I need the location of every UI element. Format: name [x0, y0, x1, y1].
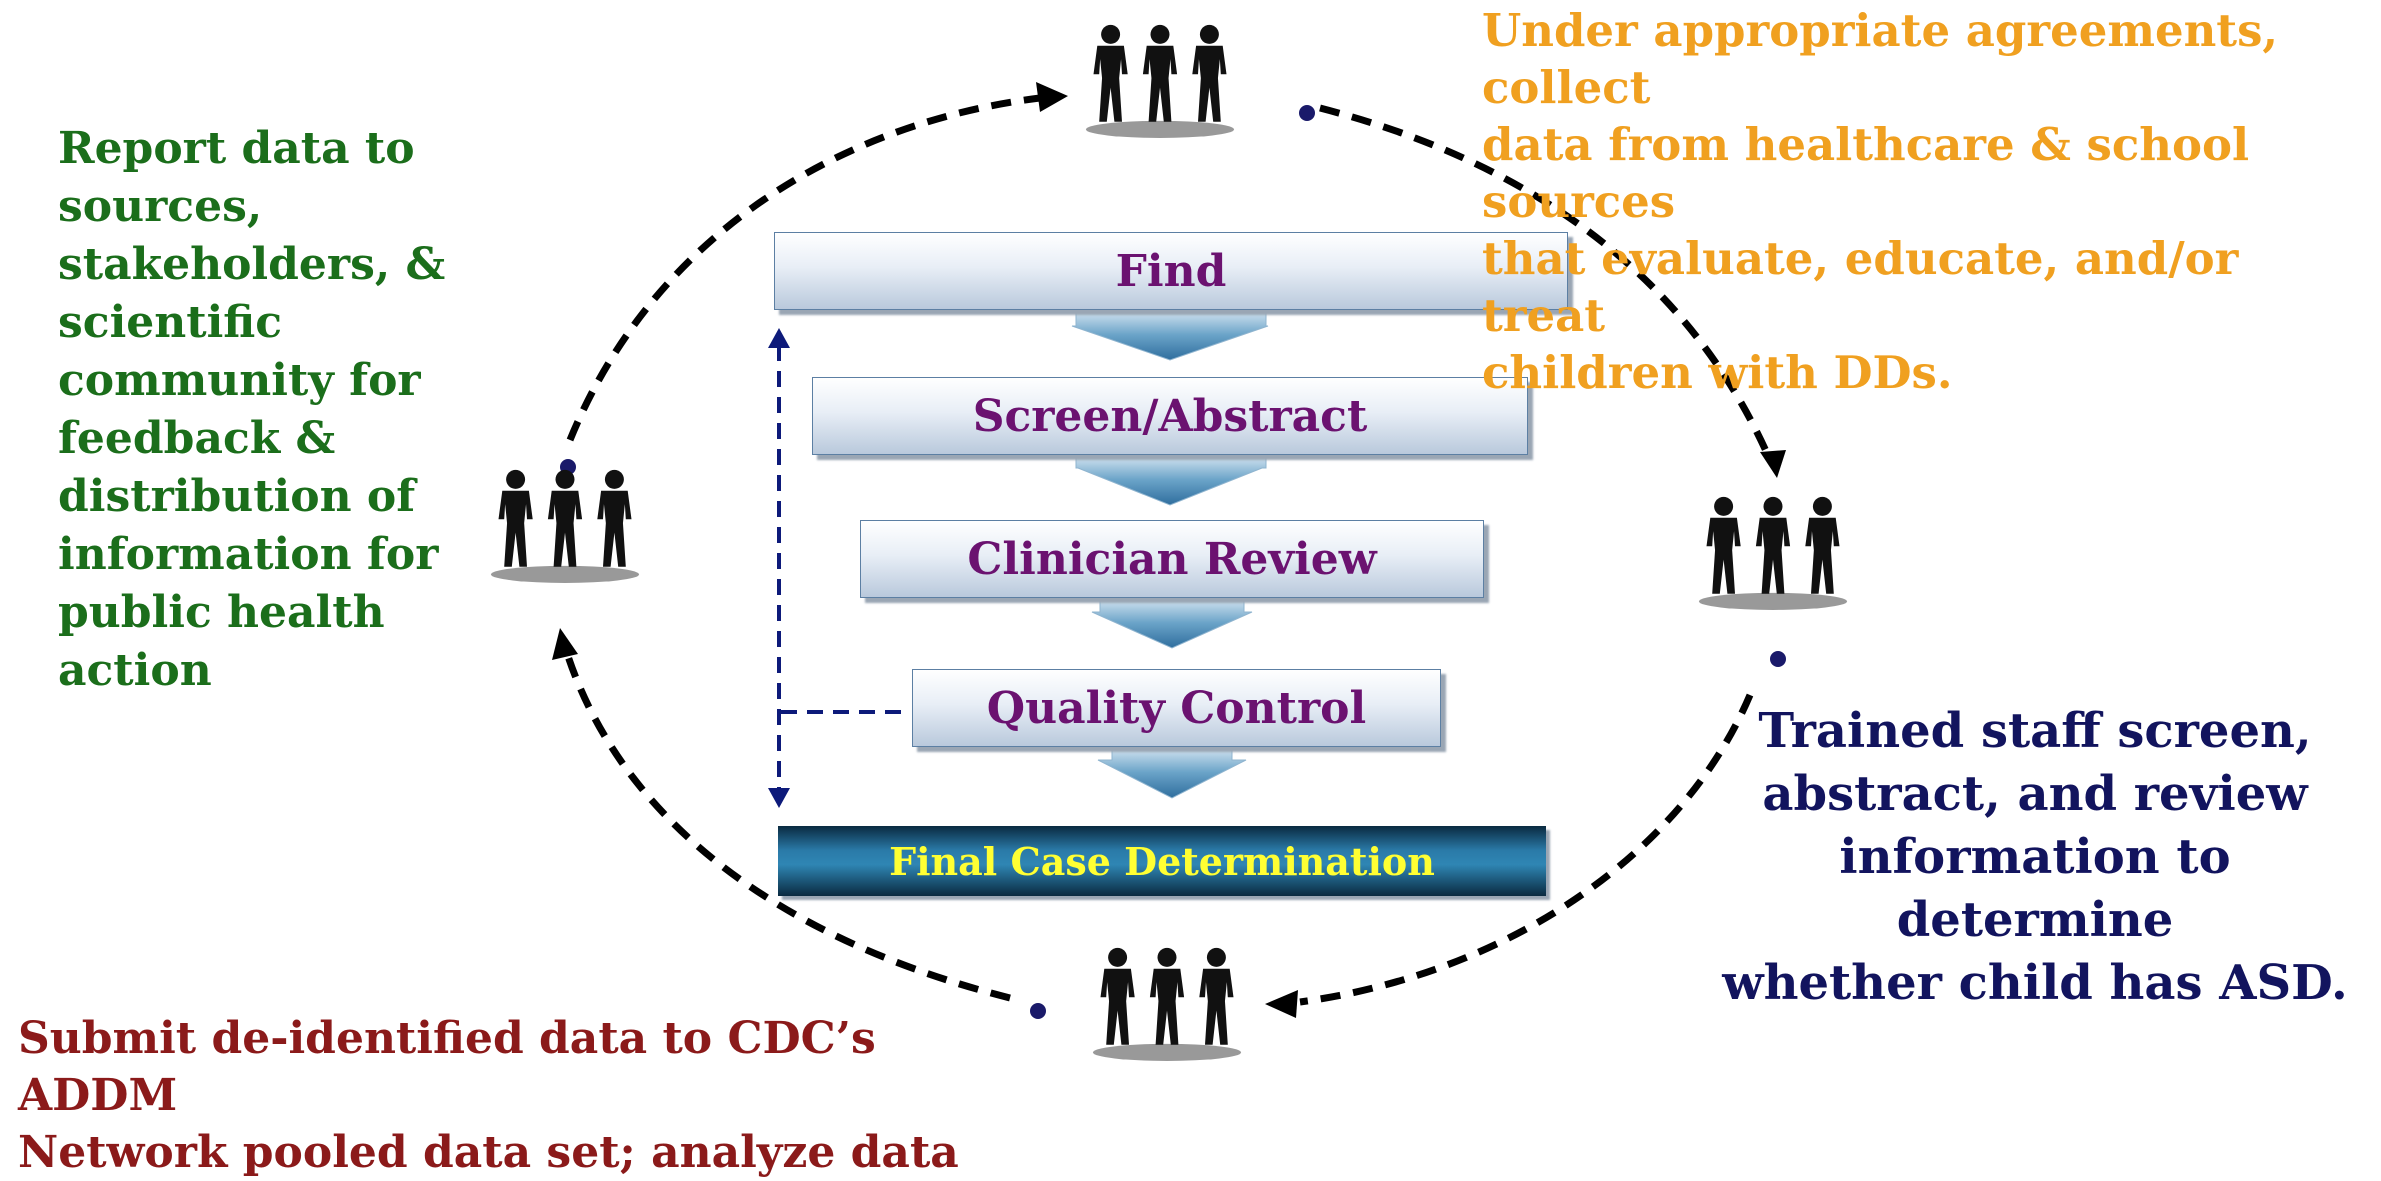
- cycle-dot-right: [1770, 651, 1786, 667]
- submit-annotation: Submit de-identified data to CDC’s ADDM …: [18, 1013, 959, 1178]
- final-case-label: Final Case Determination: [889, 838, 1435, 884]
- step-label: Quality Control: [986, 682, 1367, 734]
- step-quality-control: Quality Control: [912, 669, 1441, 747]
- cycle-dot-top: [1299, 105, 1315, 121]
- cycle-arc-top-to-right: [1319, 104, 1774, 462]
- down-arrow-4: [1097, 746, 1247, 799]
- feedback-arrowhead-up: [768, 328, 790, 348]
- cycle-arc-right-to-bottom: [1299, 693, 1754, 1006]
- arrowhead-top: [1036, 82, 1068, 112]
- final-case-determination-box: Final Case Determination: [778, 826, 1546, 896]
- collect-annotation: Under appropriate agreements, collect da…: [1482, 4, 2279, 399]
- review-annotation: Trained staff screen, abstract, and revi…: [1722, 703, 2348, 1011]
- step-label: Clinician Review: [967, 533, 1377, 585]
- arrowhead-bottom: [1265, 990, 1298, 1018]
- feedback-arrowhead-down: [768, 788, 790, 808]
- cycle-arc-left-to-top: [566, 94, 1041, 442]
- step-screen-abstract: Screen/Abstract: [812, 377, 1528, 455]
- cycle-dot-bottom: [1030, 1003, 1046, 1019]
- step-label: Screen/Abstract: [972, 390, 1368, 442]
- arrowhead-left: [552, 628, 578, 660]
- down-arrow-3: [1091, 597, 1253, 649]
- down-arrow-1: [1071, 309, 1269, 361]
- cycle-diagram: [0, 0, 2381, 1125]
- people-group-icon: [1699, 497, 1847, 610]
- down-arrow-2: [1075, 454, 1267, 506]
- step-label: Find: [1115, 245, 1227, 297]
- report-annotation: Report data to sources, stakeholders, & …: [58, 123, 446, 696]
- people-group-icon: [1086, 25, 1234, 138]
- arrowhead-right: [1760, 450, 1786, 478]
- step-clinician-review: Clinician Review: [860, 520, 1484, 598]
- step-find: Find: [774, 232, 1568, 310]
- people-group-icon: [1093, 948, 1241, 1061]
